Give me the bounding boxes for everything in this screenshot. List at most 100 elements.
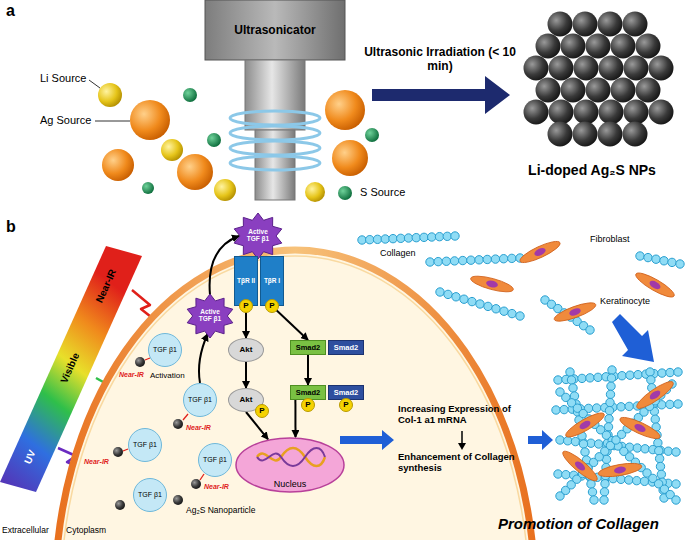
collagen-bead [676,260,684,268]
text-label: Increasing Expression of Col-1 a1 mRNA [398,404,526,426]
collagen-bead [672,448,680,456]
collagen-bead [404,234,412,242]
collagen-bead [586,326,594,334]
text-label: Ultrasonic Irradiation (< 10 min) [362,46,518,74]
dna-strand [257,448,325,466]
collagen-bead [658,369,666,377]
collagen-bead [594,373,602,381]
signal-arrow [199,334,208,383]
collagen-bead [644,253,652,261]
node-text: TGF β1 [153,346,177,353]
cell-nucleus [578,419,592,431]
star-outline [187,294,233,338]
collagen-bead [569,384,577,392]
node-text: Smad2 [296,389,321,397]
node-text: Smad2 [334,344,359,352]
collagen-bead [452,293,460,301]
collagen-bead [656,462,664,470]
box-node: Smad2 [290,340,326,355]
collagen-bead [467,256,475,264]
star-burst: Active TGF β1 [186,294,234,338]
collagen-bead [366,235,374,243]
nanoparticle [561,78,586,103]
collagen-bead [652,255,660,263]
text-label: Near-IR [84,458,109,466]
node-text: P [343,401,348,409]
collagen-bead [567,376,575,384]
ellipse-node: P [239,299,253,313]
ellipse-node: Akt [228,338,264,362]
fibroblast-cell [618,414,663,443]
text-label: Fibroblast [590,234,630,244]
cell-nucleus [533,246,547,257]
nanoparticle [623,12,648,37]
collagen-bead [562,470,570,478]
collagen-bead [475,256,483,264]
star-outline [234,213,282,259]
nanoparticle [536,78,561,103]
collagen-bead [552,406,560,414]
fibroblast-cell [469,273,514,295]
text-label: Cytoplasm [66,526,106,536]
collagen-bead [468,297,476,305]
node-text: P [243,302,248,310]
collagen-bead [516,312,524,320]
collagen-bead [600,496,608,504]
node-text: P [305,401,310,409]
collagen-bead [606,390,614,398]
nanoparticle [598,12,623,37]
collagen-bead [634,370,642,378]
fibroblast-cell [597,461,642,479]
node-text: TGF β1 [188,396,212,403]
collagen-bead [625,402,633,410]
ellipse-node: P [301,398,315,412]
text-label: Promotion of Collagen [498,515,659,532]
cell-body [597,461,642,479]
node-text: Active TGF β1 [241,229,275,243]
collagen-bead [436,288,444,296]
nanoparticle [549,100,574,125]
collagen-bead [607,382,615,390]
node-text: Akt [240,396,253,404]
fibroblast-cell [560,448,601,485]
collagen-bead [381,235,389,243]
fibroblast-cell [552,299,597,324]
ellipse-node: TGF β1 [148,333,182,367]
collagen-bead [442,257,450,265]
collagen-bead [633,444,641,452]
nanoparticle [611,34,636,59]
collagen-bead [636,252,644,260]
collagen-bead [435,232,443,240]
collagen-bead [617,403,625,411]
text-label: Keratinocyte [600,296,650,306]
ellipse-node: TGF β1 [128,428,162,462]
nanoparticle [536,34,561,59]
collagen-bead [560,405,568,413]
collagen-bead [451,232,459,240]
collagen-bead [581,448,589,456]
collagen-bead [632,476,640,484]
cell-body [469,273,514,295]
nanoparticle [636,34,661,59]
collagen-bead [625,476,633,484]
node-text: P [269,302,274,310]
nanoparticle [548,12,573,37]
collagen-bead [428,233,436,241]
text-label: Li-doped Ag₂S NPs [506,162,678,178]
collagen-bead [664,447,672,455]
node-text: TGF β1 [203,456,227,463]
nanoparticle [611,78,636,103]
signal-arrow [307,355,309,385]
ellipse-node: TGF β1 [198,443,232,477]
collagen-bead [641,445,649,453]
node-text: P [259,407,264,415]
collagen-bead [556,436,564,444]
collagen-bead [666,368,674,376]
collagen-bead [608,366,616,374]
collagen-bead [484,302,492,310]
collagen-bead [666,400,674,408]
text-label: Enhancement of Collagen synthesis [398,452,526,474]
ellipse-node: TGF β1 [183,383,217,417]
nanoparticle [586,34,611,59]
cell-body [560,448,601,485]
